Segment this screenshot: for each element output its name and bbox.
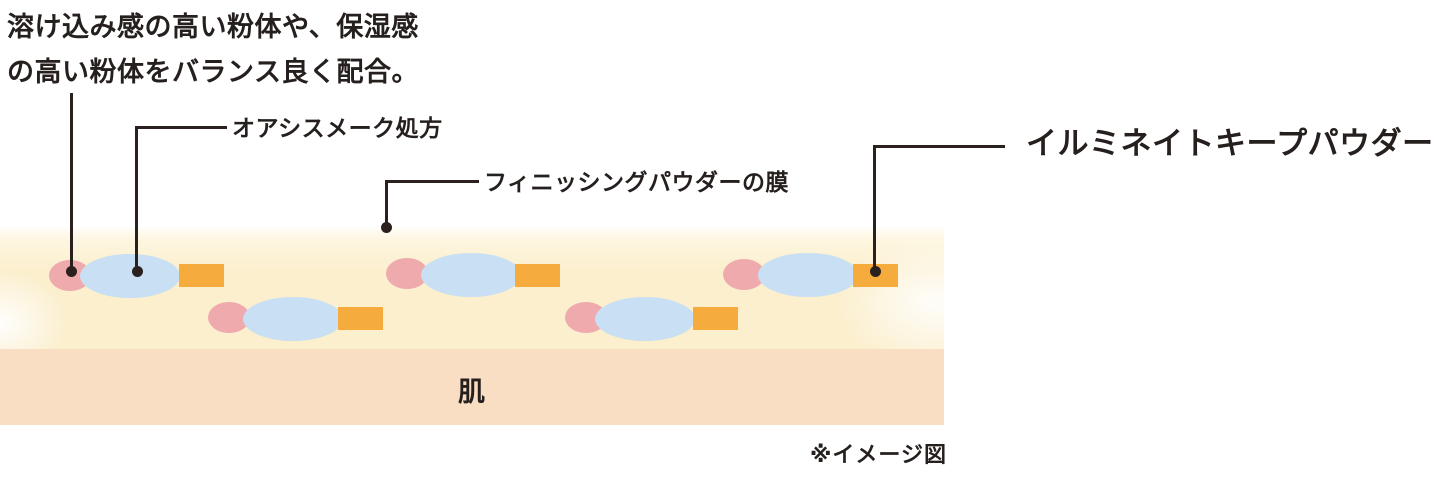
skin-label: 肌 — [458, 377, 486, 407]
powder-particle-orange — [179, 264, 224, 287]
film-leader-dot — [381, 222, 392, 233]
image-note-label: ※イメージ図 — [810, 442, 947, 467]
powder-description-text: 溶け込み感の高い粉体や、保湿感 の高い粉体をバランス良く配合。 — [7, 5, 419, 95]
oasis-leader-line-v — [135, 126, 138, 273]
powder-description-line1: 溶け込み感の高い粉体や、保湿感 — [7, 12, 419, 42]
oasis-leader-dot — [132, 266, 143, 277]
film-leader-line-h — [385, 180, 479, 183]
powder-particle-blue — [80, 254, 180, 298]
powder-particle-orange — [693, 307, 738, 330]
illuminate-leader-line-h — [873, 145, 1005, 148]
illuminate-leader-dot — [870, 266, 881, 277]
skin-layer: 肌 — [0, 349, 944, 425]
illuminate-leader-line-v — [873, 145, 876, 272]
finishing-powder-film-label: フィニッシングパウダーの膜 — [484, 169, 790, 195]
powder-particle-blue — [758, 253, 858, 297]
description-leader-line — [70, 93, 73, 273]
powder-particle-blue — [243, 297, 343, 341]
powder-description-line2: の高い粉体をバランス良く配合。 — [7, 57, 419, 87]
powder-particle-blue — [421, 253, 521, 297]
powder-particle-orange — [338, 307, 383, 330]
oasis-leader-line-h — [135, 126, 227, 129]
oasis-formula-label: オアシスメーク処方 — [232, 115, 443, 141]
powder-particle-orange — [515, 264, 560, 287]
description-leader-dot — [66, 266, 77, 277]
illuminate-keep-powder-label: イルミネイトキープパウダー — [1026, 126, 1434, 161]
film-leader-line-v — [385, 180, 388, 229]
powder-particle-blue — [595, 297, 695, 341]
